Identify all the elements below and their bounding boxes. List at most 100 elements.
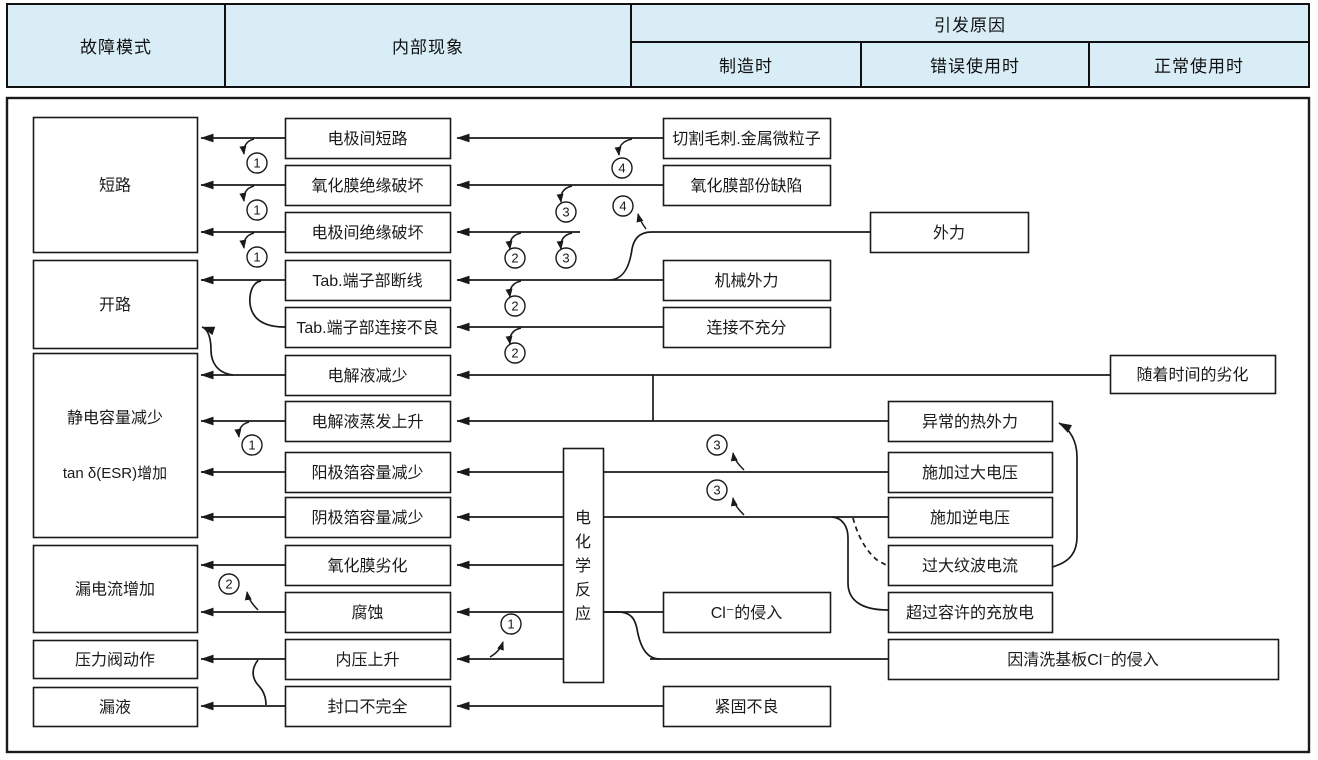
node-label-excessive-voltage: 施加过大电压 xyxy=(922,464,1018,482)
footnote-number: 2 xyxy=(511,251,518,266)
footnote-circle xyxy=(241,434,263,456)
node-capacitance-drop: 静电容量减少 tan δ(ESR)增加 xyxy=(32,352,199,539)
node-label2-capacitance-drop: tan δ(ESR)增加 xyxy=(63,465,167,482)
node-label-pcb-cleaning-chloride-intrusion: 因清洗基板Cl⁻的侵入 xyxy=(1007,651,1159,669)
node-label-chloride-intrusion: Cl⁻的侵入 xyxy=(711,604,783,622)
node-box-pressure-valve-action xyxy=(32,639,199,680)
node-label-excessive-ripple-current: 过大纹波电流 xyxy=(922,557,1018,575)
footnote-circle xyxy=(706,434,728,456)
node-label-aging-degradation: 随着时间的劣化 xyxy=(1136,366,1248,384)
footnote-circle xyxy=(555,247,577,269)
header-cell-internal-phenomenon: 内部现象 xyxy=(224,3,632,88)
header-label: 内部现象 xyxy=(392,38,464,57)
node-oxide-film-partial-defect: 氧化膜部份缺陷 xyxy=(662,164,832,207)
node-box-pcb-cleaning-chloride-intrusion xyxy=(887,638,1280,681)
node-pressure-valve-action: 压力阀动作 xyxy=(32,639,199,680)
footnote-circle xyxy=(612,195,634,217)
node-box-excessive-ripple-current xyxy=(887,544,1054,587)
footnote-3-11: 3 xyxy=(706,434,745,471)
node-label-tab-terminal-break: Tab.端子部断线 xyxy=(312,272,422,290)
diagram-frame xyxy=(5,96,1311,754)
node-label-mechanical-external-force: 机械外力 xyxy=(714,272,778,290)
node-label-capacitance-drop: 静电容量减少 xyxy=(67,409,163,427)
node-label-cutting-burr-metal-particles: 切割毛刺.金属微粒子 xyxy=(672,130,820,148)
node-label-oxide-film-insulation-breakdown: 氧化膜绝缘破坏 xyxy=(311,177,423,195)
header-cell-trigger-cause: 引发原因 xyxy=(630,3,1310,43)
footnote-hook-arrow xyxy=(239,185,255,202)
header-label: 故障模式 xyxy=(80,38,152,57)
node-label-incomplete-sealing: 封口不完全 xyxy=(327,698,407,716)
node-cutting-burr-metal-particles: 切割毛刺.金属微粒子 xyxy=(662,117,832,160)
node-oxide-film-degradation: 氧化膜劣化 xyxy=(284,544,452,587)
footnote-hook-arrow xyxy=(556,232,573,250)
connector-line-36 xyxy=(852,517,887,566)
node-label-oxide-film-partial-defect: 氧化膜部份缺陷 xyxy=(690,177,802,195)
footnote-1-3: 1 xyxy=(234,421,263,456)
node-over-permitted-charge-discharge: 超过容许的充放电 xyxy=(887,591,1054,634)
node-box-mechanical-external-force xyxy=(662,259,832,302)
node-box-external-force xyxy=(869,211,1030,254)
footnote-circle xyxy=(504,247,526,269)
footnote-hook-arrow xyxy=(636,213,647,230)
node-box-tab-terminal-break xyxy=(284,259,452,302)
node-box-capacitance-drop xyxy=(32,352,199,539)
node-box-over-permitted-charge-discharge xyxy=(887,591,1054,634)
header-cell-at-normal-use: 正常使用时 xyxy=(1088,41,1310,88)
footnote-1-14: 1 xyxy=(489,613,522,658)
node-chloride-intrusion: Cl⁻的侵入 xyxy=(662,591,832,634)
node-box-electrolyte-decrease xyxy=(284,354,452,397)
footnote-number: 2 xyxy=(225,577,232,592)
footnote-2-13: 2 xyxy=(218,573,259,611)
footnote-circle xyxy=(218,573,240,595)
node-incomplete-sealing: 封口不完全 xyxy=(284,685,452,728)
node-internal-pressure-rise: 内压上升 xyxy=(284,638,452,681)
footnote-number: 1 xyxy=(507,617,514,632)
footnote-number: 3 xyxy=(562,205,569,220)
node-open-circuit: 开路 xyxy=(32,259,199,350)
header-cell-at-misuse: 错误使用时 xyxy=(860,41,1090,88)
node-electrochemical-reaction: 电化学反应 xyxy=(562,447,605,684)
footnote-number: 2 xyxy=(511,346,518,361)
node-cathode-foil-capacity-drop: 阴极箔容量减少 xyxy=(284,496,452,539)
node-box-chloride-intrusion xyxy=(662,591,832,634)
footnote-number: 1 xyxy=(248,438,255,453)
node-box-insufficient-connection xyxy=(662,306,832,349)
footnote-number: 1 xyxy=(253,250,260,265)
node-label-electrolyte-decrease: 电解液减少 xyxy=(327,367,407,385)
node-electrolyte-evaporation-rise: 电解液蒸发上升 xyxy=(284,400,452,443)
node-reverse-voltage: 施加逆电压 xyxy=(887,496,1054,539)
node-box-oxide-film-partial-defect xyxy=(662,164,832,207)
node-electrode-insulation-breakdown: 电极间绝缘破坏 xyxy=(284,211,452,254)
node-box-anode-foil-capacity-drop xyxy=(284,451,452,494)
node-label-internal-pressure-rise: 内压上升 xyxy=(335,651,399,669)
node-leakage-current-increase: 漏电流增加 xyxy=(32,544,199,634)
node-tab-terminal-poor-connection: Tab.端子部连接不良 xyxy=(284,306,452,349)
footnote-hook-arrow xyxy=(505,232,522,250)
node-box-leakage-current-increase xyxy=(32,544,199,634)
footnote-circle xyxy=(611,157,633,179)
footnote-3-12: 3 xyxy=(706,479,745,516)
footnote-circle xyxy=(246,199,268,221)
node-label-open-circuit: 开路 xyxy=(99,296,131,314)
footnote-number: 3 xyxy=(562,251,569,266)
footnote-1-1: 1 xyxy=(239,185,268,221)
node-anode-foil-capacity-drop: 阳极箔容量减少 xyxy=(284,451,452,494)
node-abnormal-thermal-stress: 异常的热外力 xyxy=(887,400,1054,443)
node-label-electrode-short: 电极间短路 xyxy=(327,130,407,148)
header-cell-failure-mode: 故障模式 xyxy=(6,3,226,88)
node-electrolyte-decrease: 电解液减少 xyxy=(284,354,452,397)
footnote-hook-arrow xyxy=(239,232,255,249)
node-insufficient-connection: 连接不充分 xyxy=(662,306,832,349)
node-corrosion: 腐蚀 xyxy=(284,591,452,634)
node-electrode-short: 电极间短路 xyxy=(284,117,452,160)
footnote-number: 1 xyxy=(253,203,260,218)
node-box-electrochemical-reaction xyxy=(562,447,605,684)
connector-line-14 xyxy=(252,659,267,706)
node-label-external-force: 外力 xyxy=(933,224,965,242)
node-poor-tightening: 紧固不良 xyxy=(662,685,832,728)
header-label: 错误使用时 xyxy=(930,57,1020,76)
node-excessive-ripple-current: 过大纹波电流 xyxy=(887,544,1054,587)
connector-line-35 xyxy=(831,516,889,611)
node-short-circuit: 短路 xyxy=(32,116,199,254)
